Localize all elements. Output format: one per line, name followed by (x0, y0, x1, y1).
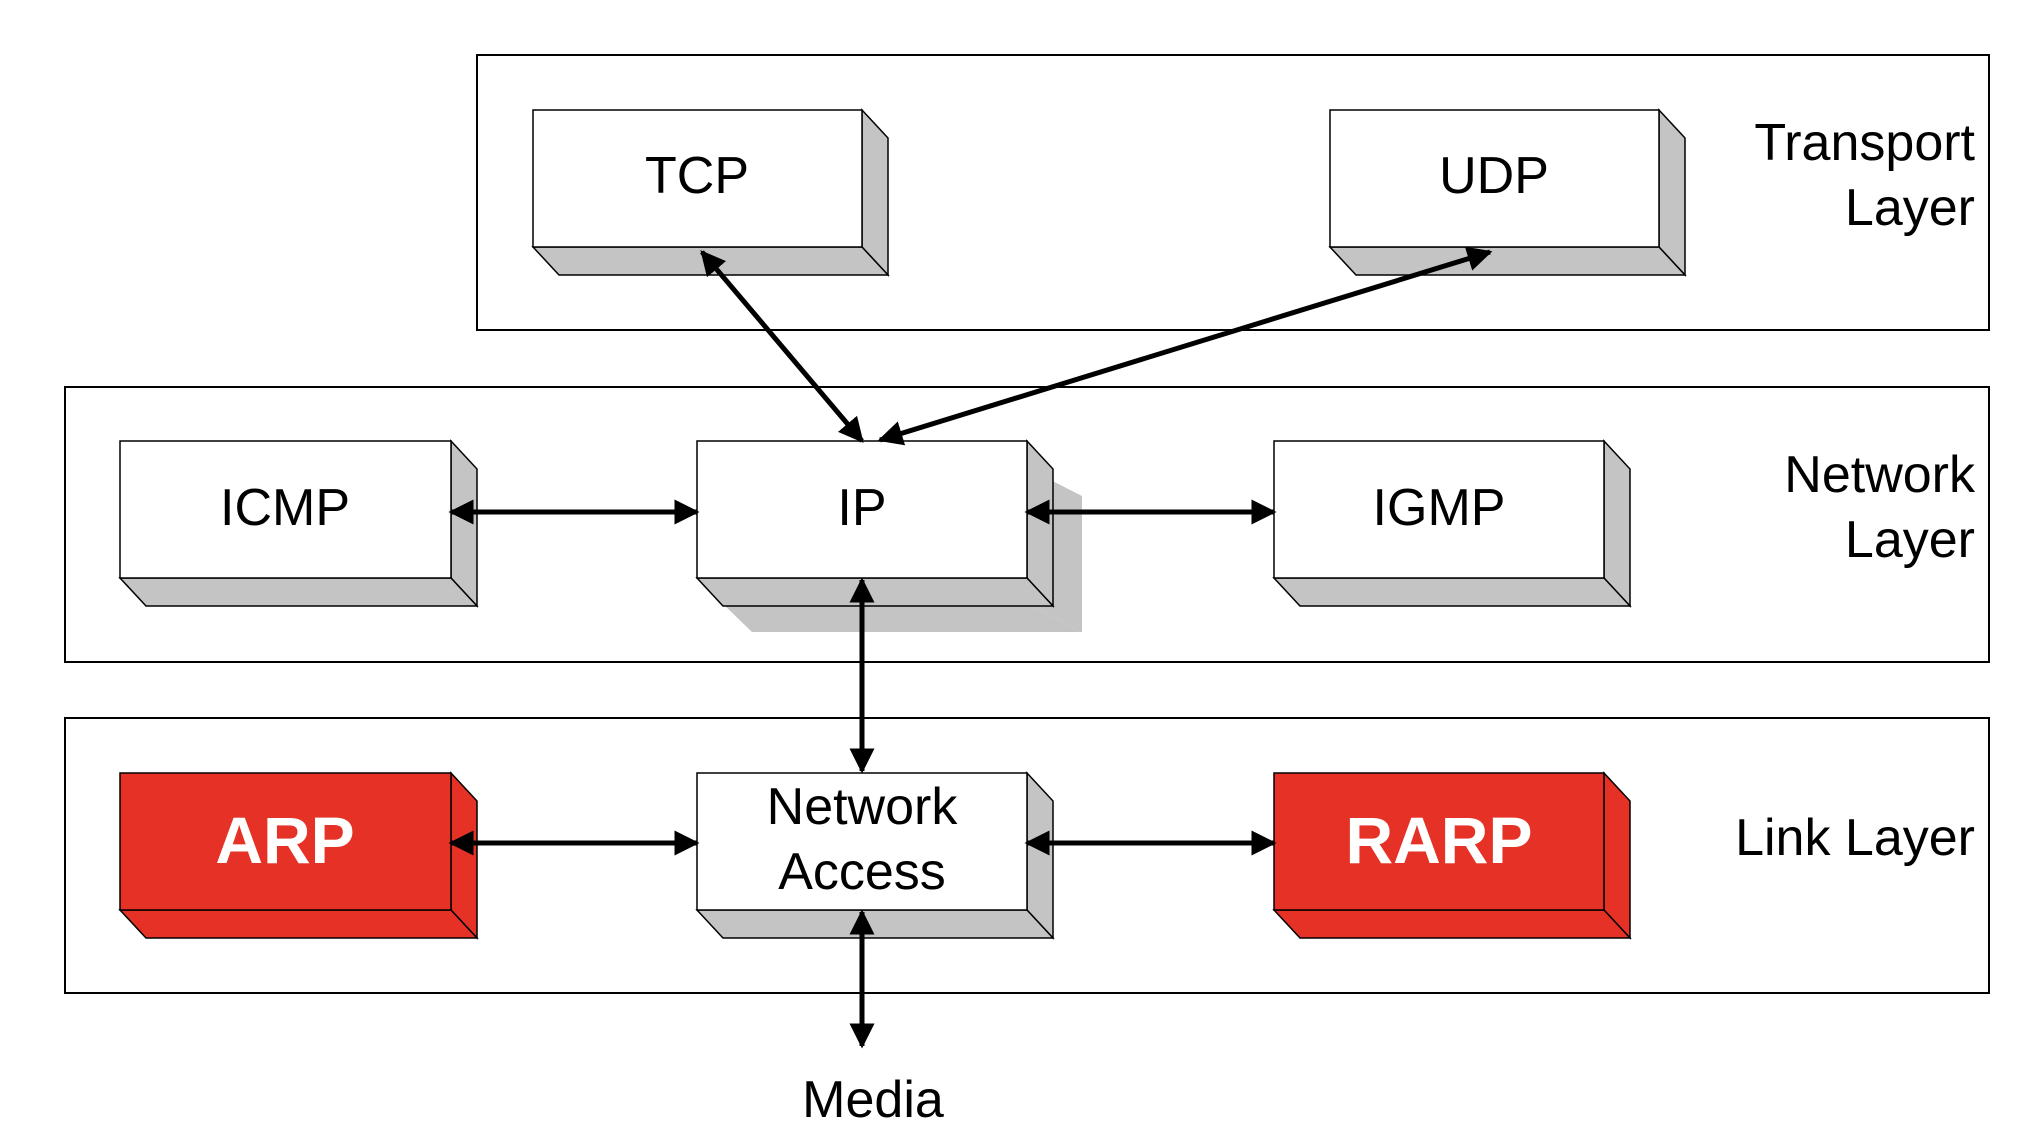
network-access-box: Network Access (695, 771, 1055, 940)
tcp-box: TCP (531, 108, 890, 277)
rarp-label: RARP (1345, 803, 1532, 877)
arrow-udp-ip (877, 246, 1493, 446)
network-access-label-line1: Network (767, 778, 959, 836)
tcp-label: TCP (645, 147, 749, 205)
transport-layer-label-line2: Layer (1845, 179, 1975, 237)
media-label: Media (802, 1071, 944, 1129)
connectors (448, 246, 1493, 1049)
arp-label: ARP (215, 803, 354, 877)
igmp-label: IGMP (1373, 479, 1506, 537)
network-access-label-line2: Access (778, 843, 946, 901)
arp-box: ARP (118, 771, 479, 940)
udp-label: UDP (1439, 147, 1549, 205)
icmp-box: ICMP (118, 439, 479, 608)
udp-box: UDP (1328, 108, 1687, 277)
igmp-box: IGMP (1272, 439, 1632, 608)
transport-layer-label-line1: Transport (1754, 114, 1975, 172)
icmp-label: ICMP (220, 479, 350, 537)
network-layer-label-line1: Network (1784, 446, 1976, 504)
ip-box: IP (695, 439, 1055, 608)
rarp-box: RARP (1272, 771, 1632, 940)
arrow-tcp-ip (700, 250, 864, 443)
network-layer-label-line2: Layer (1845, 511, 1975, 569)
ip-label: IP (837, 479, 886, 537)
link-layer-label: Link Layer (1735, 809, 1975, 867)
